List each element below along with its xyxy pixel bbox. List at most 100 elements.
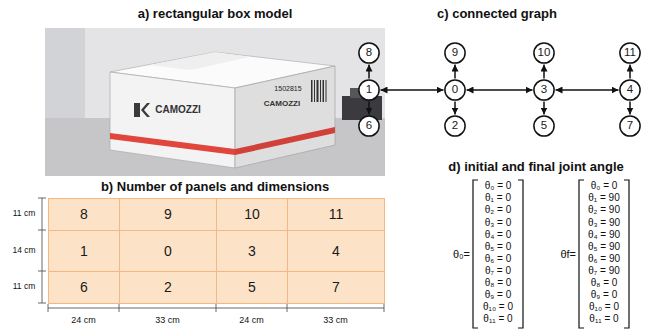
column-dimension (48, 304, 384, 312)
panel-title: c) connected graph (437, 7, 557, 22)
panel-cell: 7 (287, 271, 385, 304)
matrix-brackets (473, 180, 629, 328)
box-print: CAMOZZI (264, 99, 300, 108)
box-red-stripe (110, 133, 235, 155)
logo-mark (141, 103, 150, 117)
row-dimension (38, 198, 46, 303)
dimension-label: 14 cm (12, 246, 35, 256)
node-number: 9 (452, 46, 458, 59)
dimension-tick (38, 303, 46, 304)
graph-node: 5 (533, 115, 555, 137)
box-front-face (110, 72, 235, 168)
panel-number: 3 (248, 243, 256, 259)
photo-shadow (45, 28, 85, 118)
box-flap (150, 52, 250, 70)
panel-cell: 9 (119, 198, 217, 231)
node-number: 1 (366, 83, 372, 96)
dimension-label: 11 cm (13, 282, 36, 292)
graph-node: 4 (619, 79, 641, 101)
matrix-bracket (579, 180, 584, 328)
node-circle (359, 116, 379, 136)
barcode-bar (314, 80, 315, 102)
matrix-entry: θ₈ = 0 (485, 277, 512, 289)
node-number: 8 (366, 46, 372, 59)
panel-number: 4 (332, 243, 340, 259)
panel-cell: 8 (48, 198, 120, 231)
matrix-entry: θ₆ = 0 (485, 253, 512, 265)
panel-number: 10 (244, 206, 260, 222)
panel-title: b) Number of panels and dimensions (101, 180, 329, 195)
box-red-stripe (235, 127, 335, 155)
graph-node: 6 (358, 115, 380, 137)
panel-number: 8 (80, 206, 88, 222)
graph-connector (368, 65, 370, 79)
graph-node: 7 (619, 115, 641, 137)
graph-connector (467, 89, 533, 91)
matrix-entry: θ₀ = 0 (485, 180, 512, 192)
node-circle (534, 43, 554, 63)
node-circle (445, 80, 465, 100)
graph-connector (381, 89, 444, 91)
photo-wall (45, 28, 385, 176)
barcode-bar (317, 80, 319, 102)
barcode-bar (311, 80, 313, 102)
graph-connector (629, 65, 631, 79)
panel-cell: 4 (287, 230, 385, 272)
panel-number: 9 (164, 206, 172, 222)
node-number: 3 (541, 83, 547, 96)
node-circle (534, 116, 554, 136)
panel-cell: 10 (216, 198, 288, 231)
matrix-entry: θ₇ = 90 (588, 265, 620, 277)
matrix-entry: θ₅ = 0 (485, 241, 512, 253)
matrix-entry: θ₁₀ = 0 (589, 301, 619, 313)
graph-node: 8 (358, 42, 380, 64)
graph-connector (556, 89, 619, 91)
panel-cell: 0 (119, 230, 217, 272)
panel-cell: 1 (48, 230, 120, 272)
box-side-face (235, 66, 335, 168)
node-number: 2 (452, 119, 458, 132)
matrix-entry: θ₃ = 90 (588, 217, 620, 229)
barcode (311, 80, 327, 102)
dimension-tick (384, 304, 385, 312)
logo-mark (134, 103, 140, 117)
graph-node: 3 (533, 79, 555, 101)
box-print: CAMOZZI (155, 104, 201, 116)
matrix-bracket (518, 180, 523, 328)
dimension-tick (38, 271, 46, 272)
matrix-entry: θ₀ = 0 (591, 180, 618, 192)
panel-number: 7 (332, 279, 340, 295)
matrix-bracket (624, 180, 629, 328)
graph-connector (629, 102, 631, 115)
matrix-entry: θ₉ = 0 (591, 289, 617, 301)
node-circle (445, 43, 465, 63)
graph-node: 2 (444, 115, 466, 137)
node-number: 10 (538, 46, 551, 59)
panel-number: 2 (164, 279, 172, 295)
dimension-tick (216, 304, 217, 312)
barcode-bar (323, 80, 325, 102)
matrix-entry: θ₅ = 90 (588, 241, 620, 253)
dimension-label: 33 cm (323, 315, 348, 325)
box-photo (45, 28, 385, 176)
node-circle (620, 43, 640, 63)
graph-connector (543, 102, 545, 115)
matrix-name: θf= (560, 248, 576, 261)
photo-equipment (342, 96, 382, 120)
graph-connector (368, 102, 370, 115)
matrix-entry: θ₁₀ = 0 (483, 301, 513, 313)
panel-cell: 11 (287, 198, 385, 231)
dimension-label: 11 cm (13, 209, 36, 219)
graph-node: 10 (533, 42, 555, 64)
matrix-entry: θ₂ = 90 (588, 204, 620, 216)
node-circle (620, 116, 640, 136)
panel-number: 6 (80, 279, 88, 295)
node-circle (445, 116, 465, 136)
matrix-entry: θ₁₁ = 0 (483, 313, 512, 325)
matrix-bracket (473, 180, 478, 328)
matrix-entry: θ₁ = 0 (485, 192, 511, 204)
matrix-entry: θ₇ = 0 (485, 265, 511, 277)
node-number: 4 (627, 83, 633, 96)
graph-node: 9 (444, 42, 466, 64)
dimension-tick (38, 230, 46, 231)
